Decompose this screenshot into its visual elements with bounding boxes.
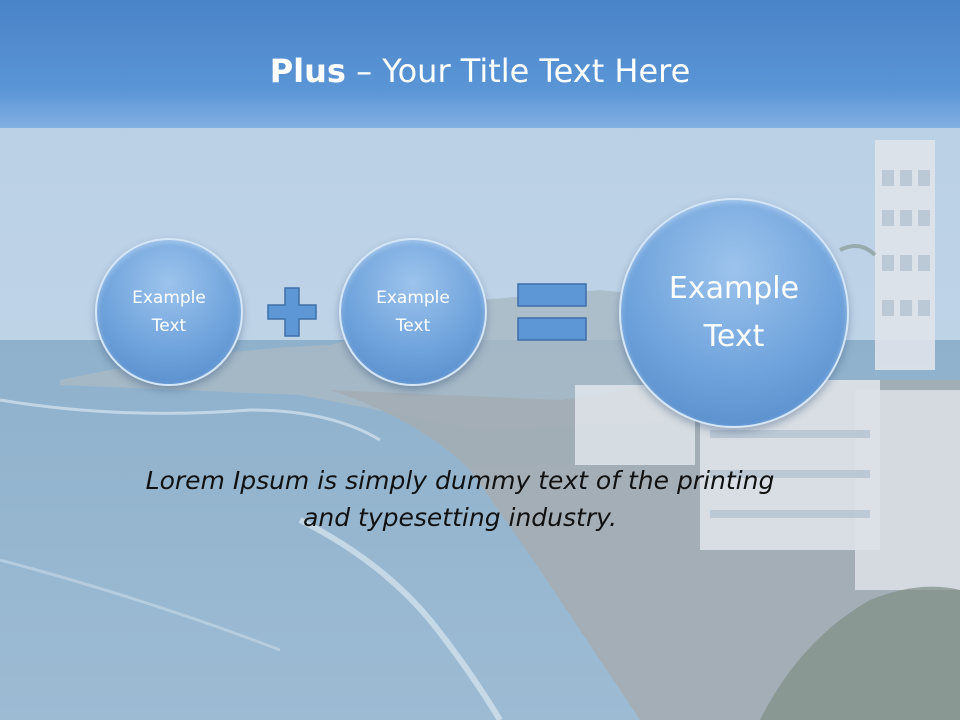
circle-example-2: Example Text <box>339 238 487 386</box>
circle-1-line-2: Text <box>151 316 187 336</box>
slide-title: Plus – Your Title Text Here <box>0 52 960 90</box>
circle-3-line-1: Example <box>668 271 800 306</box>
circle-2-line-2: Text <box>395 316 431 336</box>
caption-text: Lorem Ipsum is simply dummy text of the … <box>100 462 820 536</box>
circle-example-result: Example Text <box>619 198 849 428</box>
caption-line-2: and typesetting industry. <box>303 503 617 532</box>
caption-line-1: Lorem Ipsum is simply dummy text of the … <box>145 466 775 495</box>
title-bold-word: Plus <box>269 52 346 90</box>
title-text: – Your Title Text Here <box>345 52 691 90</box>
circle-example-1: Example Text <box>95 238 243 386</box>
equals-icon <box>517 283 587 341</box>
plus-icon <box>267 287 317 337</box>
title-bar: Plus – Your Title Text Here <box>0 0 960 128</box>
circle-2-line-1: Example <box>376 288 450 308</box>
circle-1-line-1: Example <box>132 288 206 308</box>
circle-3-line-2: Text <box>703 319 765 354</box>
